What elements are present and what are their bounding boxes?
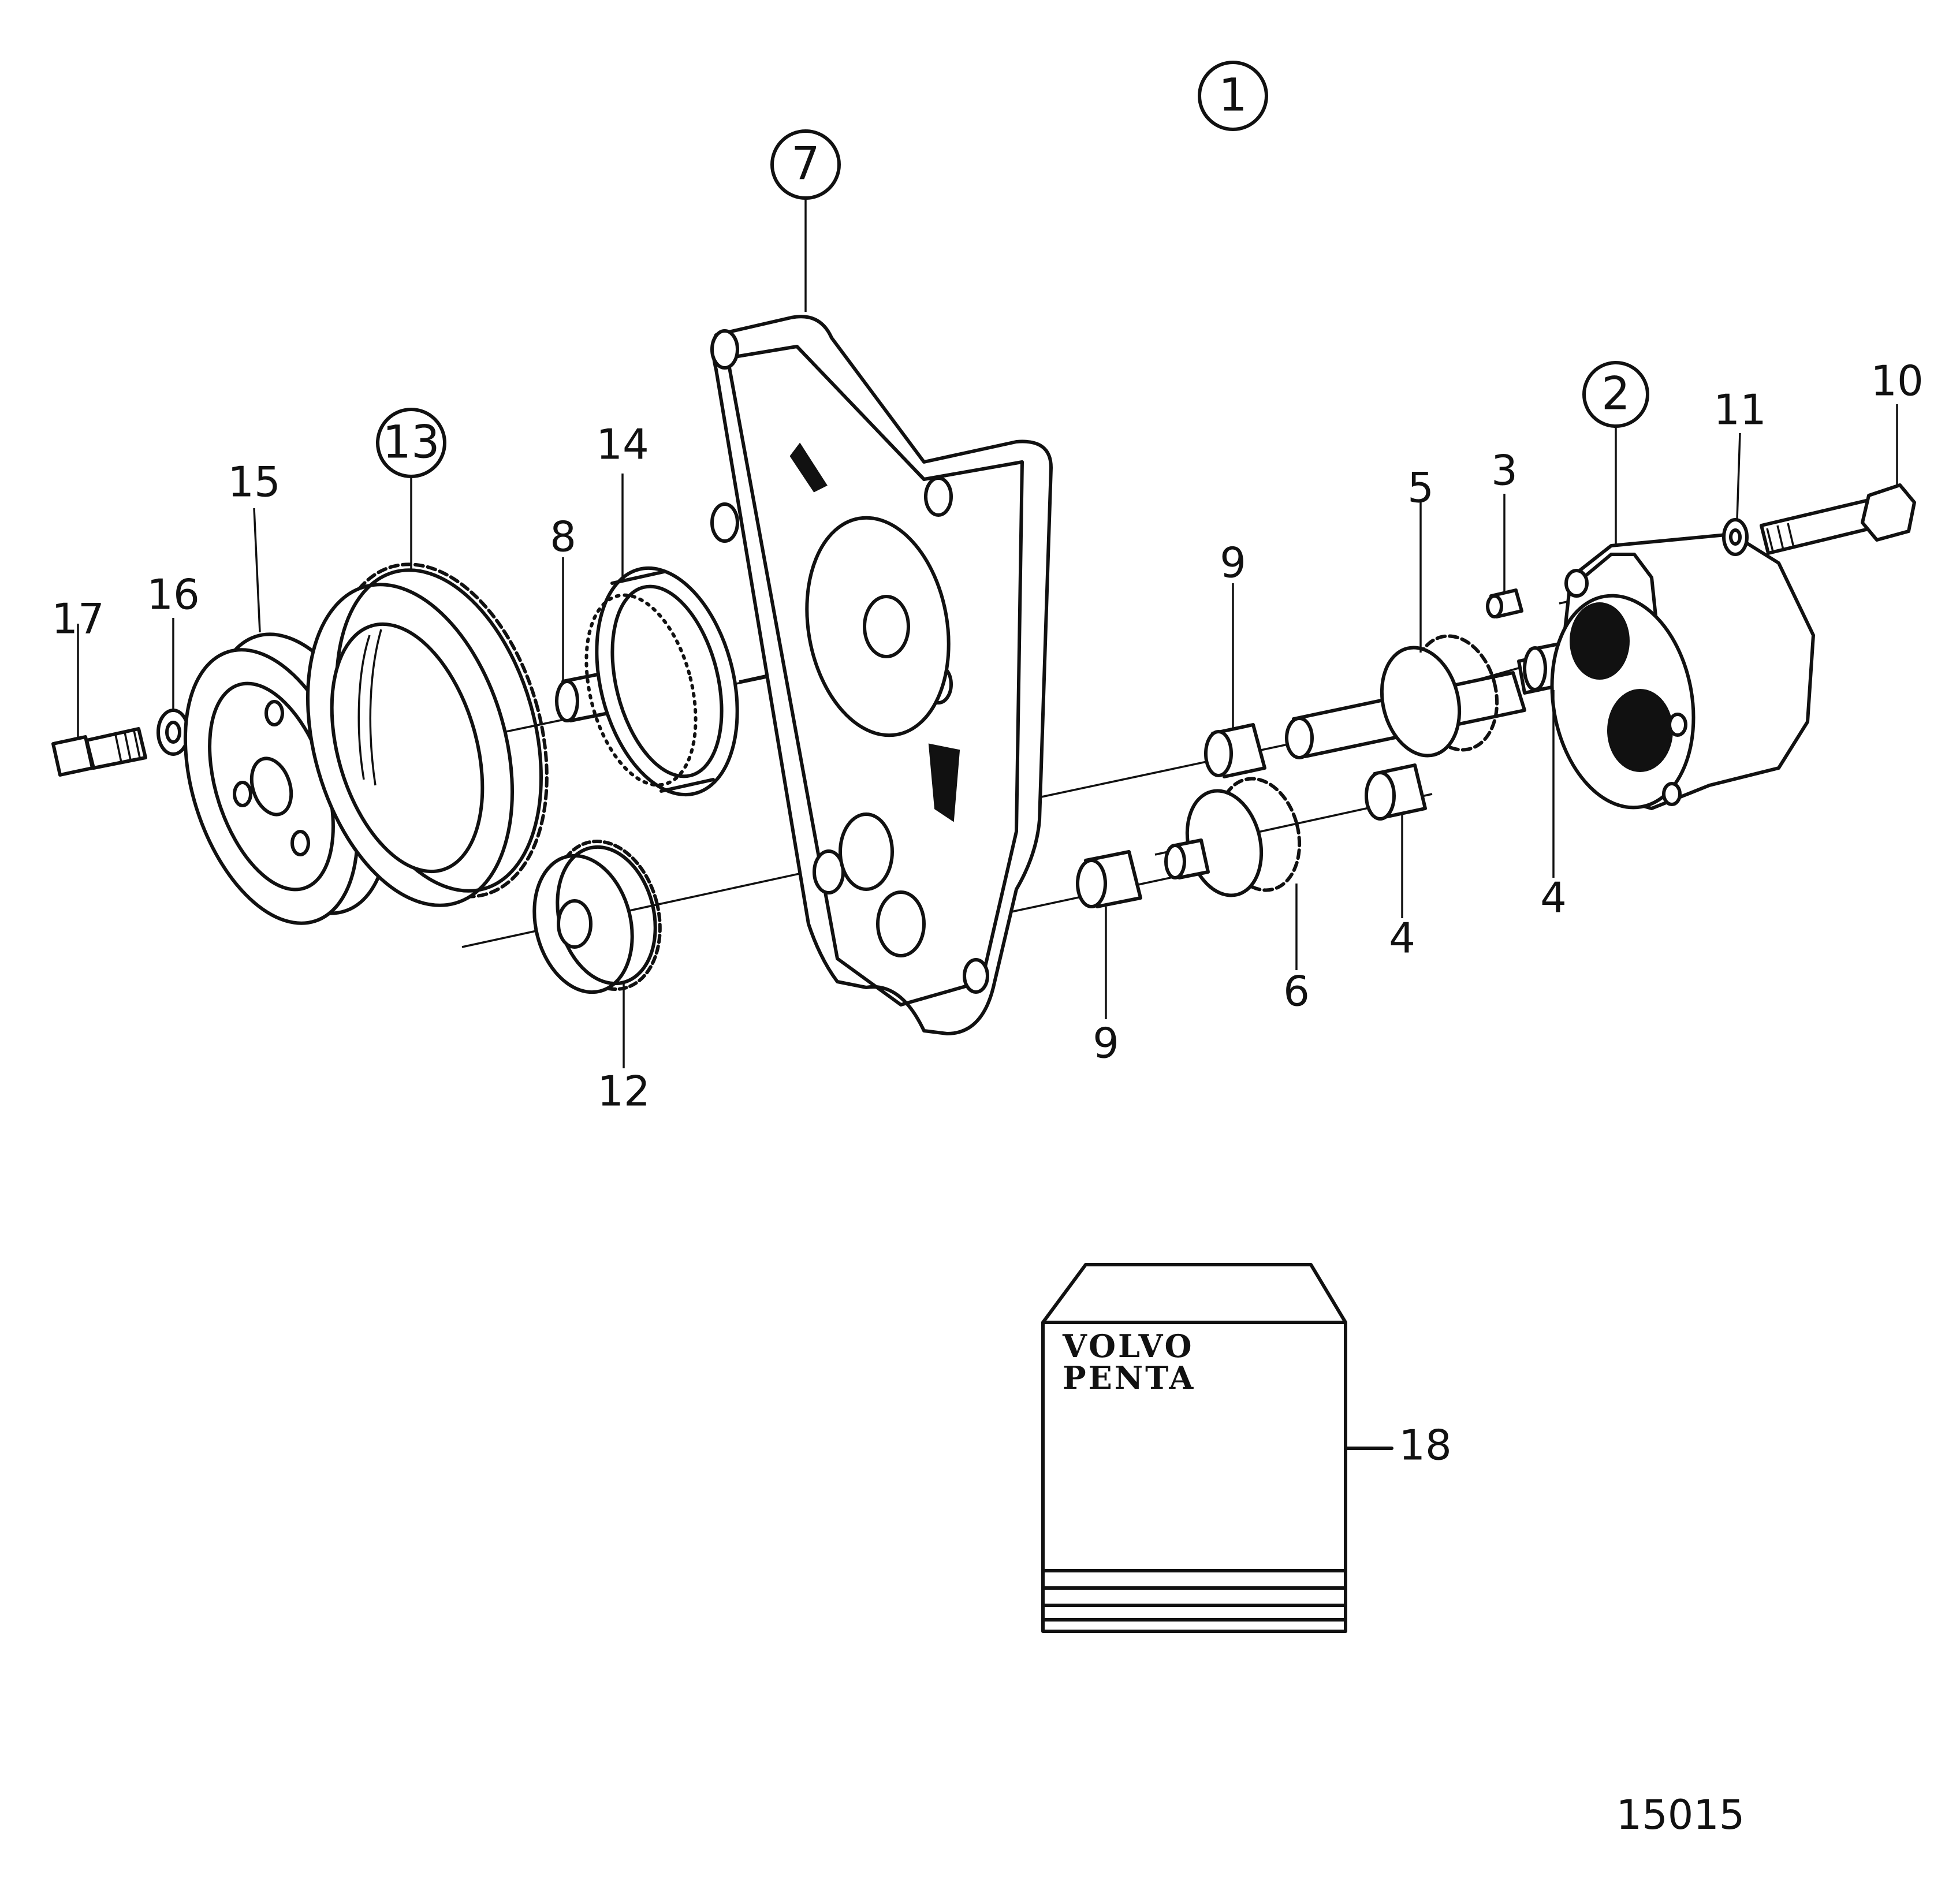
bushing-9-lower [1076,850,1142,908]
callout-8: 8 [550,513,576,561]
small-gear-12 [532,839,662,994]
large-gear-13 [306,562,549,907]
callout-11: 11 [1713,386,1767,434]
callout-10: 10 [1870,357,1924,405]
callout-14: 14 [596,420,649,469]
callout-18: 18 [1399,1421,1452,1470]
callout-4-lower: 4 [1389,914,1415,963]
bushing-9-upper [1204,723,1266,778]
callout-9-lower: 9 [1093,1019,1119,1068]
callout-9-upper: 9 [1220,539,1246,587]
ring-14 [584,566,739,797]
gasket-kit-18: VOLVO PENTA [1041,1263,1393,1633]
gear-housing-7 [710,315,1053,1035]
callout-6: 6 [1283,967,1310,1016]
callout-leaders [77,196,1898,1068]
callout-2: 2 [1601,368,1630,420]
callout-1: 1 [1219,69,1247,121]
callout-16: 16 [147,571,200,619]
bushing-4-lower [1365,763,1427,821]
pin-3 [1486,588,1523,618]
kit-brand-penta: PENTA [1063,1359,1195,1396]
kit-brand-volvo: VOLVO [1062,1328,1194,1365]
bolt-17 [51,727,147,777]
figure-number: 15015 [1616,1791,1745,1839]
callout-3: 3 [1491,446,1518,495]
callout-15: 15 [228,458,281,506]
callout-4-right: 4 [1540,874,1567,922]
washer-11 [1722,518,1749,556]
callout-circles [376,61,1649,478]
callout-5: 5 [1407,464,1434,512]
pump-gear-6 [1164,777,1302,897]
pump-housing-2 [1550,532,1815,810]
callout-7: 7 [791,138,820,190]
bolt-10 [1760,483,1916,555]
callout-13: 13 [382,416,439,468]
callout-labels: 1 7 13 2 10 11 3 5 9 14 8 15 16 17 4 4 6… [51,69,1924,1839]
callout-12: 12 [597,1067,650,1116]
callout-17: 17 [51,595,105,643]
